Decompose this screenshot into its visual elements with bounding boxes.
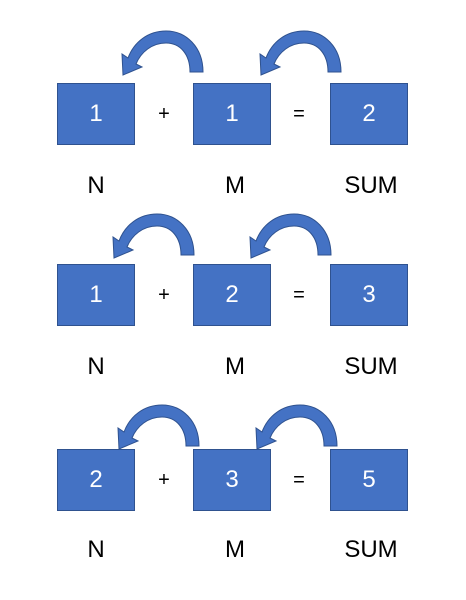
n-value-box: 1 <box>57 264 135 326</box>
m-label: M <box>225 172 245 199</box>
curved-arrow-left-icon <box>107 211 197 259</box>
n-label: N <box>87 172 105 199</box>
curved-arrow-left-icon <box>254 28 344 76</box>
plus-sign: + <box>158 468 170 491</box>
equals-sign: = <box>293 283 305 306</box>
equals-sign: = <box>293 102 305 125</box>
sum-label: SUM <box>344 353 398 380</box>
equation-row-3: 2 + 3 = 5 N M SUM <box>0 366 466 563</box>
m-value-box: 2 <box>193 264 271 326</box>
n-label: N <box>87 536 105 563</box>
sum-label: SUM <box>344 172 398 199</box>
n-value-box: 1 <box>57 83 135 145</box>
n-value-box: 2 <box>57 449 135 511</box>
n-label: N <box>87 353 105 380</box>
sum-value-box: 2 <box>330 83 408 145</box>
sum-value-box: 5 <box>330 449 408 511</box>
m-value-box: 3 <box>193 449 271 511</box>
sum-label: SUM <box>344 536 398 563</box>
curved-arrow-left-icon <box>250 402 340 450</box>
curved-arrow-left-icon <box>116 28 206 76</box>
curved-arrow-left-icon <box>244 211 334 259</box>
curved-arrow-left-icon <box>112 402 202 450</box>
m-label: M <box>225 536 245 563</box>
equation-row-1: 1 + 1 = 2 N M SUM <box>0 0 466 199</box>
equals-sign: = <box>293 468 305 491</box>
m-value-box: 1 <box>193 83 271 145</box>
plus-sign: + <box>158 283 170 306</box>
sum-value-box: 3 <box>330 264 408 326</box>
plus-sign: + <box>158 102 170 125</box>
equation-row-2: 1 + 2 = 3 N M SUM <box>0 183 466 380</box>
m-label: M <box>225 353 245 380</box>
